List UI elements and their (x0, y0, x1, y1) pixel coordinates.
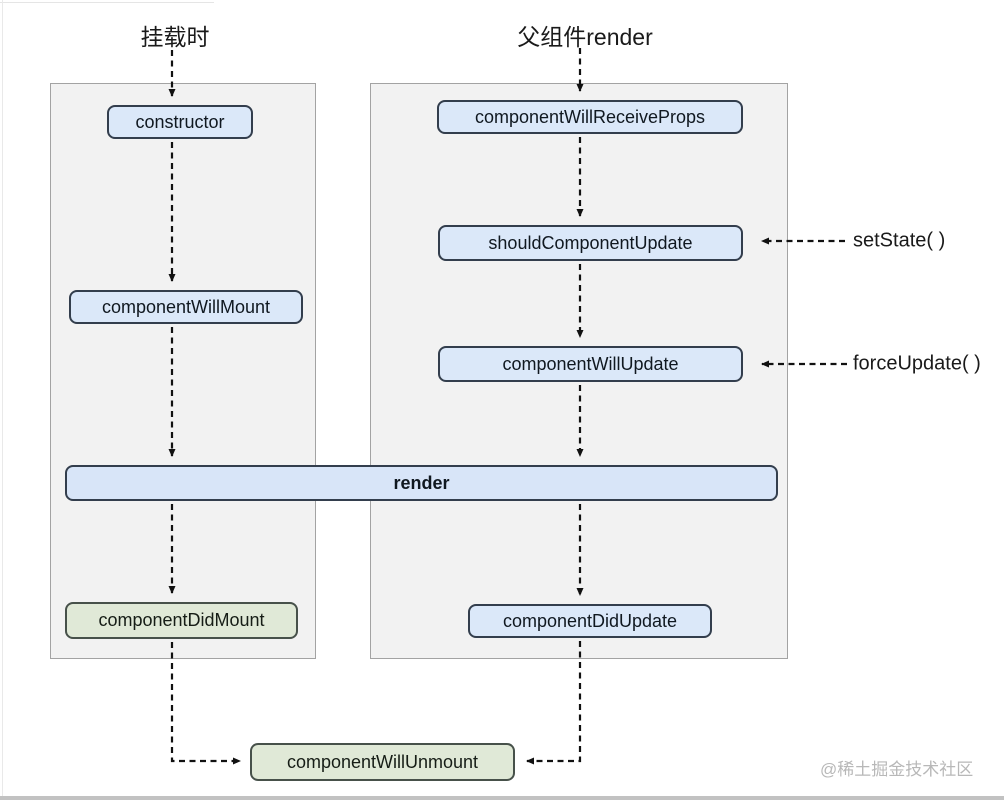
node-component-did-mount: componentDidMount (65, 602, 298, 639)
left-edge-line (2, 0, 3, 800)
arrow-didupdate-to-willunmount (526, 641, 582, 765)
node-component-will-unmount: componentWillUnmount (250, 743, 515, 781)
node-render: render (65, 465, 778, 501)
juejin-watermark: @稀土掘金技术社区 (820, 760, 974, 779)
node-component-will-receive-props: componentWillReceiveProps (437, 100, 743, 134)
node-component-did-update: componentDidUpdate (468, 604, 712, 638)
forceupdate-label: forceUpdate( ) (853, 352, 981, 375)
node-component-will-mount: componentWillMount (69, 290, 303, 324)
node-should-component-update: shouldComponentUpdate (438, 225, 743, 261)
arrow-didmount-to-willunmount (170, 642, 241, 765)
node-component-will-update: componentWillUpdate (438, 346, 743, 382)
mount-phase-panel (50, 83, 316, 659)
bottom-edge-line (0, 796, 1004, 800)
top-edge-line (0, 2, 214, 3)
mount-phase-title: 挂载时 (140, 24, 210, 50)
setstate-label: setState( ) (853, 229, 946, 252)
node-constructor: constructor (107, 105, 253, 139)
parent-render-phase-title: 父组件render (517, 24, 653, 50)
